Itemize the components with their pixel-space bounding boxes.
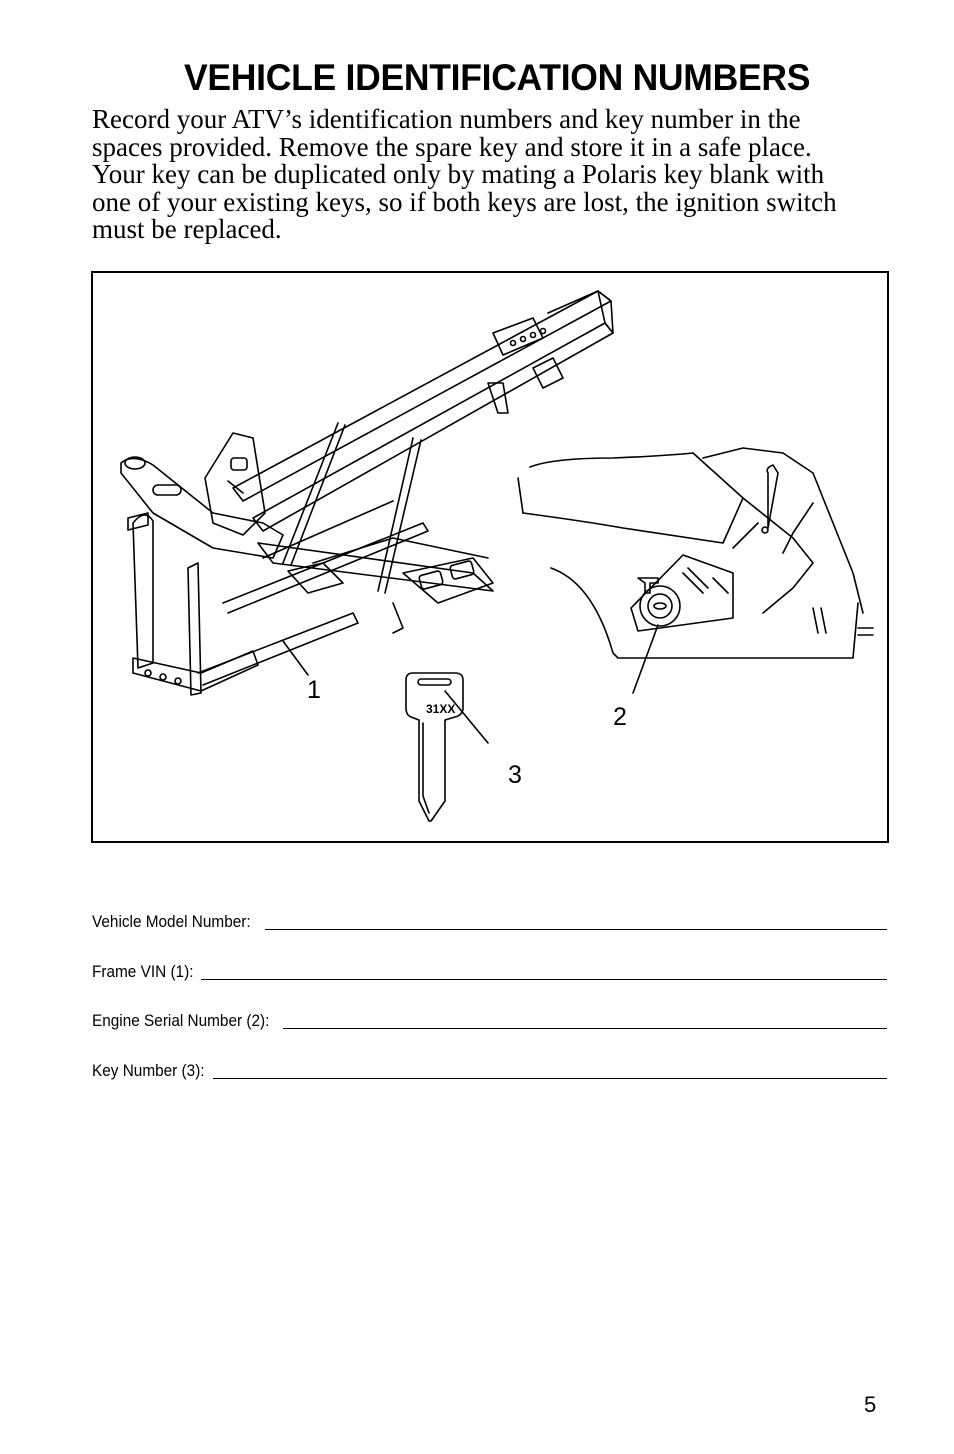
frame-vin-field[interactable] bbox=[201, 979, 887, 980]
intro-line: Your key can be duplicated only by matin… bbox=[92, 159, 825, 190]
engine-serial-number-field[interactable] bbox=[282, 1028, 887, 1029]
key-number-label: 31XX bbox=[426, 702, 456, 716]
engine-illustration bbox=[517, 447, 874, 694]
callout-1: 1 bbox=[307, 676, 321, 704]
vehicle-model-number-label: Vehicle Model Number: bbox=[92, 913, 251, 931]
intro-line: Record your ATV’s identification numbers… bbox=[92, 104, 801, 134]
vin-location-figure: 1 2 3 31XX bbox=[91, 271, 889, 843]
key-number-field[interactable] bbox=[213, 1078, 887, 1079]
vehicle-model-number-row: Vehicle Model Number: bbox=[92, 906, 887, 932]
page-title: VEHICLE IDENTIFICATION NUMBERS bbox=[184, 57, 811, 98]
key-illustration bbox=[405, 672, 489, 822]
callout-3: 3 bbox=[508, 761, 522, 789]
page-number: 5 bbox=[864, 1392, 877, 1417]
intro-line: spaces provided. Remove the spare key an… bbox=[92, 131, 812, 162]
intro-line: must be replaced. bbox=[92, 214, 282, 245]
atv-frame-illustration bbox=[120, 290, 614, 696]
callout-2: 2 bbox=[613, 703, 627, 731]
key-number-label-field: Key Number (3): bbox=[92, 1062, 205, 1080]
intro-line: one of your existing keys, so if both ke… bbox=[92, 186, 837, 217]
frame-vin-label: Frame VIN (1): bbox=[92, 963, 194, 981]
engine-serial-number-row: Engine Serial Number (2): bbox=[92, 1005, 887, 1031]
vehicle-model-number-field[interactable] bbox=[264, 929, 887, 930]
frame-vin-row: Frame VIN (1): bbox=[92, 956, 887, 982]
key-number-row: Key Number (3): bbox=[92, 1055, 887, 1081]
intro-paragraph: Record your ATV’s identification numbers… bbox=[92, 104, 882, 245]
engine-serial-number-label: Engine Serial Number (2): bbox=[92, 1012, 270, 1030]
